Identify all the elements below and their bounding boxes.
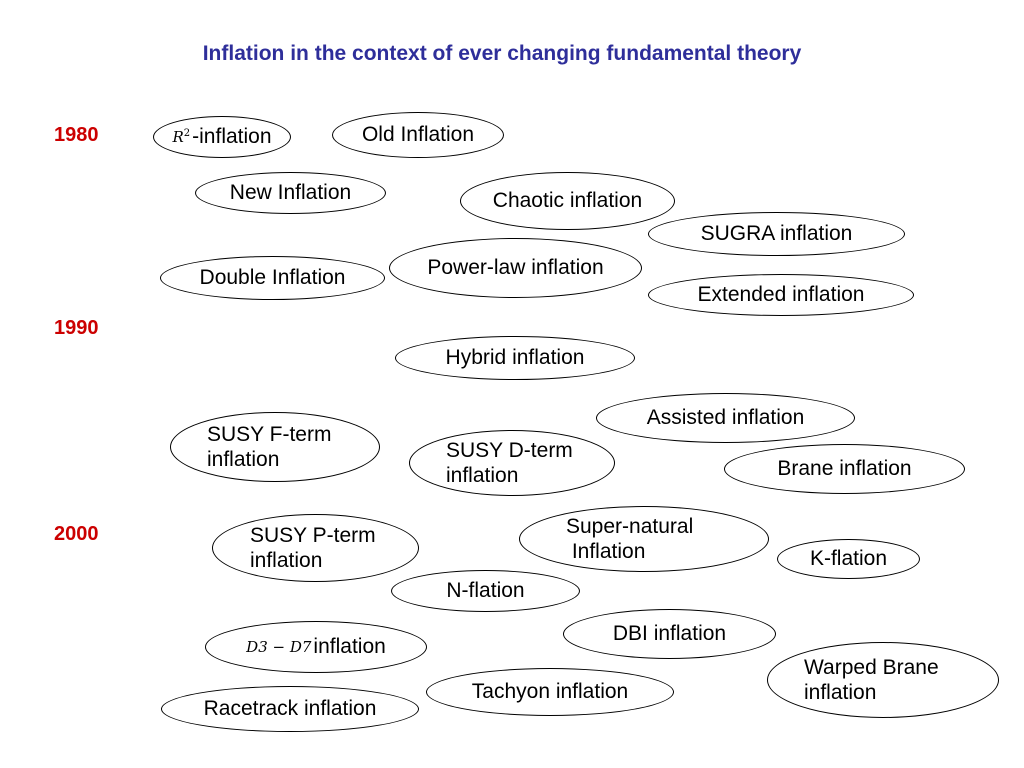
page-title: Inflation in the context of ever changin… xyxy=(202,42,802,65)
model-double-inflation: Double Inflation xyxy=(160,256,385,300)
year-1980: 1980 xyxy=(54,124,99,146)
year-2000: 2000 xyxy=(54,523,99,545)
d3-d7-label: inflation xyxy=(313,635,386,659)
model-racetrack-inflation: Racetrack inflation xyxy=(161,686,419,732)
year-1990: 1990 xyxy=(54,317,99,339)
r2-math: R2 xyxy=(172,128,191,146)
model-assisted-inflation: Assisted inflation xyxy=(596,393,855,443)
model-power-law-inflation: Power-law inflation xyxy=(389,238,642,298)
model-r2-inflation: R2-inflation xyxy=(153,116,291,158)
d3-d7-math: D3 − D7 xyxy=(246,638,312,656)
model-sugra-inflation: SUGRA inflation xyxy=(648,212,905,256)
model-dbi-inflation: DBI inflation xyxy=(563,609,776,659)
model-old-inflation: Old Inflation xyxy=(332,112,504,158)
model-k-flation: K-flation xyxy=(777,539,920,579)
model-super-natural-inflation: Super-natural Inflation xyxy=(519,506,769,572)
model-hybrid-inflation: Hybrid inflation xyxy=(395,336,635,380)
model-tachyon-inflation: Tachyon inflation xyxy=(426,668,674,716)
model-new-inflation: New Inflation xyxy=(195,172,386,214)
model-brane-inflation: Brane inflation xyxy=(724,444,965,494)
model-chaotic-inflation: Chaotic inflation xyxy=(460,172,675,230)
model-n-flation: N-flation xyxy=(391,570,580,612)
r2-label: -inflation xyxy=(192,125,272,149)
model-extended-inflation: Extended inflation xyxy=(648,274,914,316)
